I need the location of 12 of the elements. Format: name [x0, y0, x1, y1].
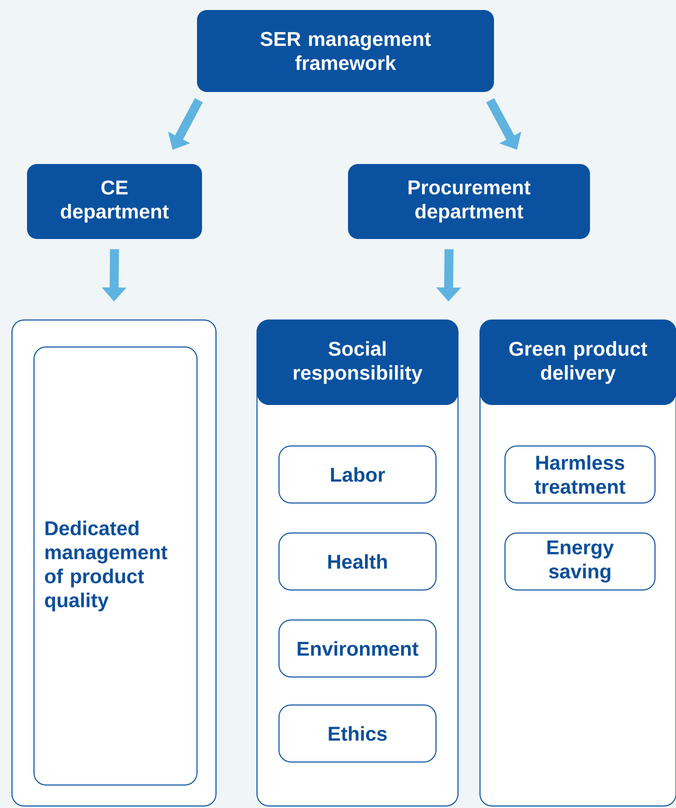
column-header: Green product delivery	[480, 320, 676, 405]
item-box: Health	[278, 532, 436, 590]
heading-box: Procurement department	[348, 164, 590, 239]
item-box: Harmless treatment	[504, 446, 656, 504]
text-panel: Dedicated management of product quality	[34, 346, 198, 786]
item-box: Ethics	[278, 704, 436, 762]
heading-box: SER management framework	[197, 10, 494, 92]
item-box: Energy saving	[504, 532, 656, 590]
item-box: Labor	[278, 446, 436, 504]
heading-box: CE department	[27, 164, 202, 239]
item-box: Environment	[278, 620, 436, 678]
column-header: Social responsibility	[257, 320, 458, 405]
